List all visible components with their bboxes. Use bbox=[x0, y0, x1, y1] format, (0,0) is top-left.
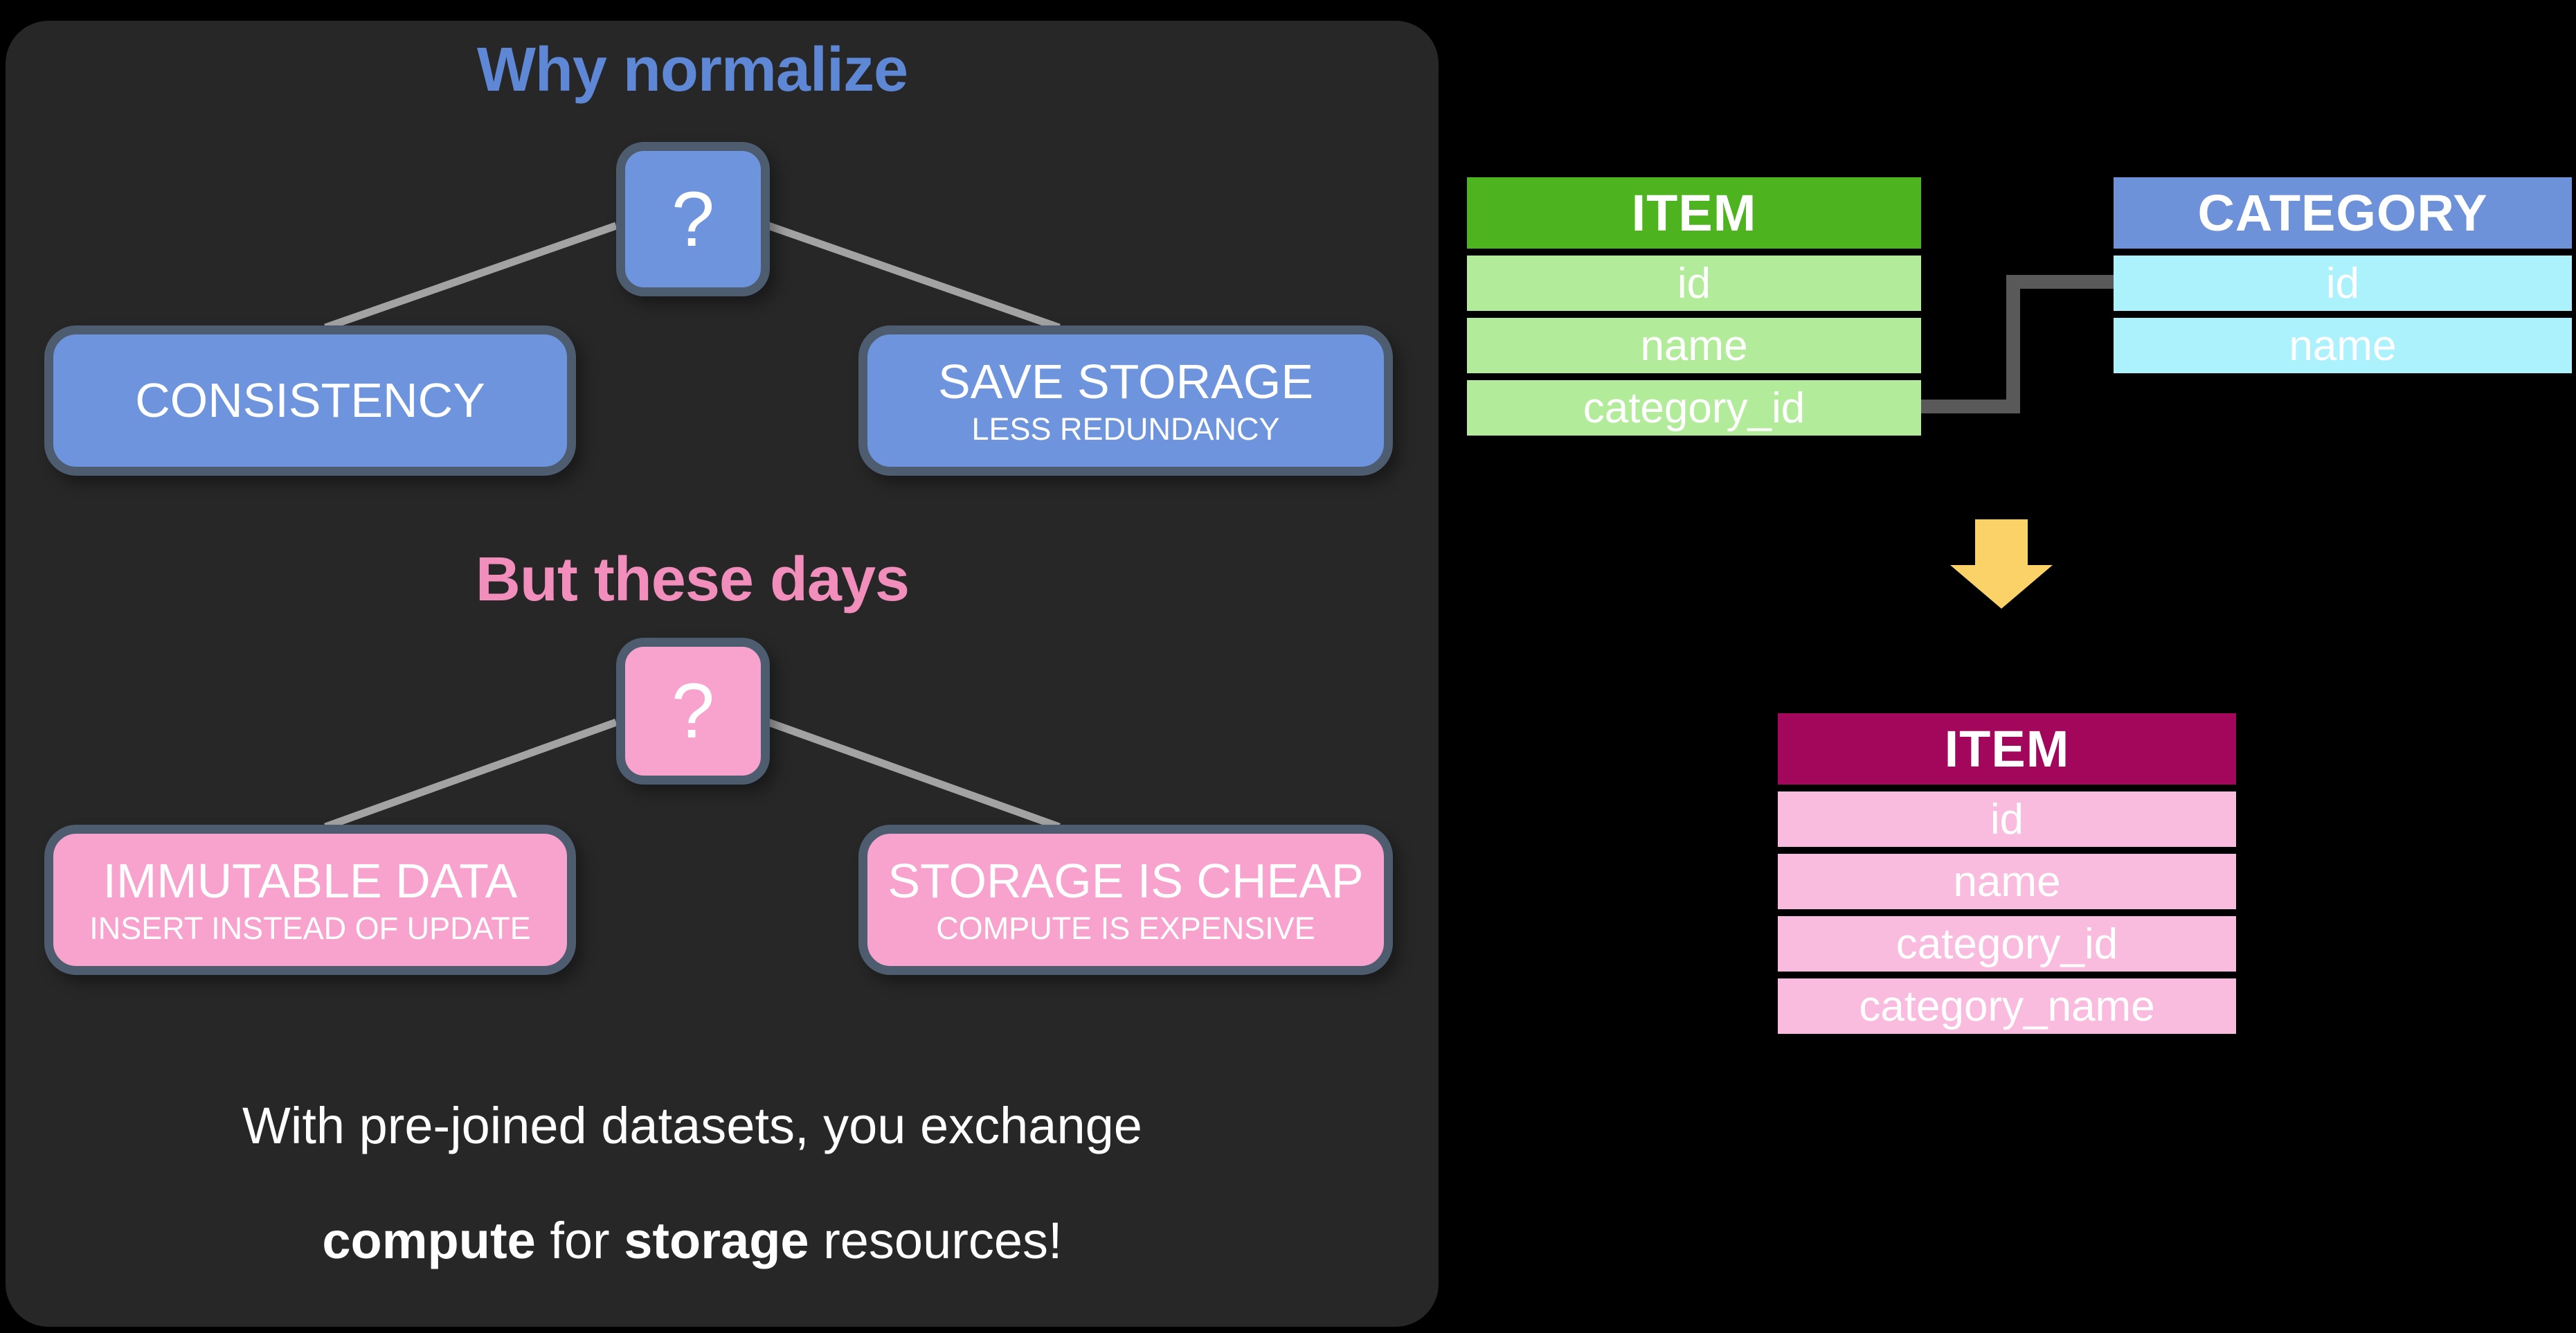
table-row: name bbox=[2114, 318, 2572, 373]
save-storage-sublabel: LESS REDUNDANCY bbox=[971, 411, 1280, 447]
category-table-header: CATEGORY bbox=[2114, 177, 2572, 249]
table-row: name bbox=[1778, 854, 2236, 909]
footer-resources-word: resources! bbox=[809, 1212, 1063, 1269]
category-table: CATEGORY id name bbox=[2114, 177, 2572, 373]
but-these-days-title: But these days bbox=[475, 545, 910, 614]
why-normalize-title: Why normalize bbox=[476, 35, 908, 105]
question-box-blue: ? bbox=[616, 142, 770, 296]
question-mark-label: ? bbox=[671, 668, 715, 754]
question-box-pink: ? bbox=[616, 638, 770, 785]
down-arrow-icon bbox=[1950, 519, 2053, 609]
footer-storage-word: storage bbox=[624, 1212, 809, 1269]
footer-text-line1: With pre-joined datasets, you exchange bbox=[242, 1097, 1142, 1154]
item-joined-table-header: ITEM bbox=[1778, 713, 2236, 785]
table-row: id bbox=[1467, 256, 1921, 311]
immutable-data-label: IMMUTABLE DATA bbox=[102, 854, 518, 909]
footer-text-line2: compute for storage resources! bbox=[0, 1210, 1385, 1272]
footer-compute-word: compute bbox=[322, 1212, 536, 1269]
immutable-data-sublabel: INSERT INSTEAD OF UPDATE bbox=[89, 910, 531, 946]
table-row: category_name bbox=[1778, 978, 2236, 1034]
table-row: id bbox=[1778, 791, 2236, 847]
table-row: id bbox=[2114, 256, 2572, 311]
item-table: ITEM id name category_id bbox=[1467, 177, 1921, 436]
consistency-label: CONSISTENCY bbox=[135, 373, 485, 427]
storage-is-cheap-box: STORAGE IS CHEAP COMPUTE IS EXPENSIVE bbox=[858, 825, 1393, 975]
table-row: category_id bbox=[1778, 916, 2236, 972]
table-row: category_id bbox=[1467, 380, 1921, 436]
save-storage-label: SAVE STORAGE bbox=[937, 355, 1314, 409]
storage-is-cheap-label: STORAGE IS CHEAP bbox=[888, 854, 1364, 909]
question-mark-label: ? bbox=[671, 175, 715, 262]
item-joined-table: ITEM id name category_id category_name bbox=[1778, 713, 2236, 1034]
relation-connector-line bbox=[1920, 275, 2116, 413]
save-storage-box: SAVE STORAGE LESS REDUNDANCY bbox=[858, 325, 1393, 476]
immutable-data-box: IMMUTABLE DATA INSERT INSTEAD OF UPDATE bbox=[44, 825, 576, 975]
table-row: name bbox=[1467, 318, 1921, 373]
consistency-box: CONSISTENCY bbox=[44, 325, 576, 476]
item-table-header: ITEM bbox=[1467, 177, 1921, 249]
footer-for-word: for bbox=[535, 1212, 624, 1269]
storage-is-cheap-sublabel: COMPUTE IS EXPENSIVE bbox=[936, 910, 1315, 946]
